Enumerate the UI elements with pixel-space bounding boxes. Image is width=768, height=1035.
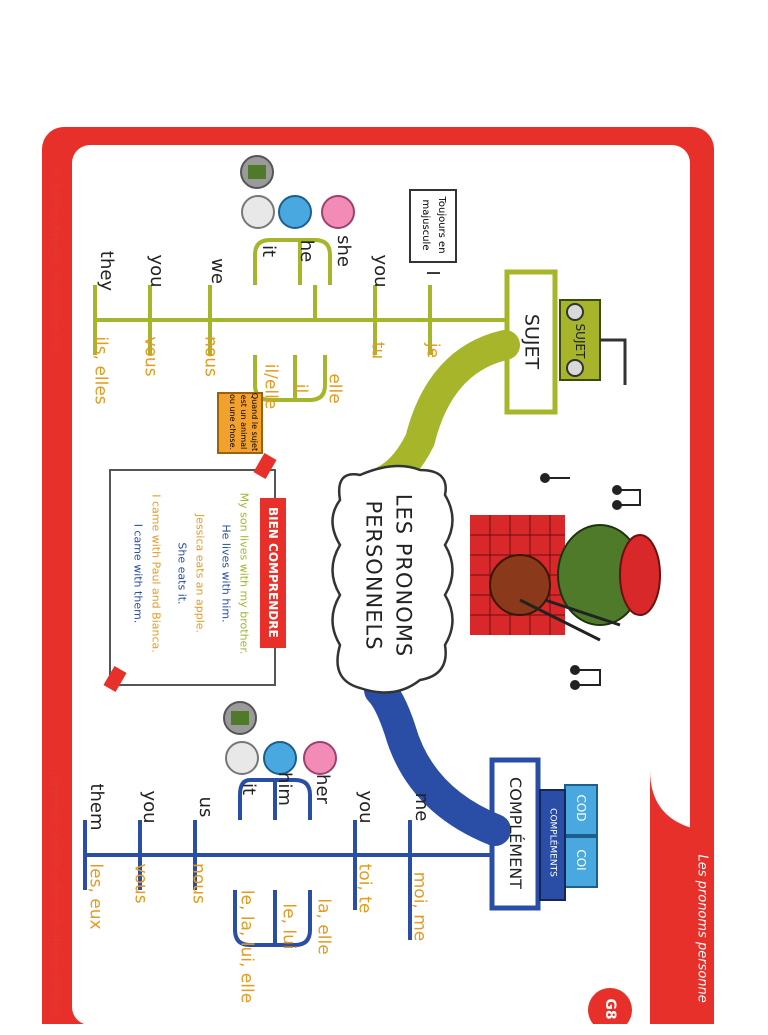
complement-fr-nous: nous <box>188 863 209 904</box>
sujet-label: SUJET <box>520 313 543 370</box>
bien-comprendre-badge-text: BIEN COMPRENDRE <box>266 507 280 638</box>
sujet-en-he: he <box>296 239 317 263</box>
majuscule-note <box>409 189 457 263</box>
header-topic: Les pronoms personne <box>694 854 710 1003</box>
example-line-2: He lives with him. <box>219 524 233 623</box>
complement-fr-moi-me: moi, me <box>409 871 430 942</box>
complement-fr-vous: vous <box>130 863 151 904</box>
title-line-1: LES PRONOMS <box>391 493 416 658</box>
coi-block <box>564 836 598 888</box>
sujet-fr-tu: tu <box>367 341 388 360</box>
complement-en-her: her <box>312 774 333 804</box>
bien-comprendre-badge <box>260 498 286 648</box>
cod-label: COD <box>574 794 588 822</box>
bien-comprendre-box <box>109 469 276 686</box>
header-tab <box>650 770 712 1024</box>
complement-fr-la-elle: la, elle <box>313 898 334 955</box>
sujet-fr-il-elle: il/elle <box>260 363 281 410</box>
sujet-tree <box>93 238 505 402</box>
example-line-5: I came with Paul and Bianca. <box>149 494 163 653</box>
complement-road <box>364 674 511 846</box>
title-line-2: PERSONNELS <box>361 500 386 651</box>
sujet-en-I: I <box>422 270 443 276</box>
complement-tree <box>83 778 490 947</box>
complement-label: COMPLÉMENT <box>506 777 525 889</box>
complement-en-you: you <box>355 790 376 824</box>
complement-avatars <box>223 701 337 775</box>
bagpiper-character <box>470 515 661 642</box>
sujet-en-it: it <box>258 244 279 258</box>
complement-en-me: me <box>411 792 432 822</box>
sujet-lorry-label: SUJET <box>573 323 587 359</box>
complement-en-them: them <box>86 783 107 831</box>
complement-en-him: him <box>274 772 295 806</box>
sujet-fr-ils-elles: ils, elles <box>90 336 111 405</box>
example-line-1: My son lives with my brother. <box>237 492 251 655</box>
sujet-en-she: she <box>333 235 354 267</box>
sujet-en-we: we <box>207 258 228 284</box>
sujet-en-you-plural: you <box>146 254 167 288</box>
il-elle-note-line-3: ou une chose. <box>228 393 237 451</box>
example-line-3: Jessica eats an apple. <box>193 513 207 634</box>
sujet-en-you: you <box>370 254 391 288</box>
example-line-6: I came with them. <box>131 523 145 624</box>
complement-fr-toi-te: toi, te <box>354 863 375 914</box>
il-elle-note <box>217 392 263 454</box>
sujet-fr-il: il <box>290 383 311 394</box>
complement-en-it: it <box>238 782 259 796</box>
footer-text: J'apprends l'anglais autrement - Niveau … <box>50 771 61 1019</box>
sujet-en-they: they <box>96 250 117 292</box>
complement-fr-les-eux: les, eux <box>85 863 106 930</box>
page-code-circle <box>588 988 632 1024</box>
complement-en-us: us <box>195 796 216 818</box>
sujet-fr-vous: vous <box>140 336 161 377</box>
complement-fr-le-la-lui-elle: le, la, lui, elle <box>236 889 257 1004</box>
sujet-fr-je: je <box>422 342 443 359</box>
complement-lorry-label: COMPLÉMENTS <box>547 808 558 877</box>
sujet-fr-elle: elle <box>324 373 345 404</box>
music-notes <box>540 473 641 690</box>
title-cloud <box>331 464 454 694</box>
example-line-4: She eats it. <box>175 542 189 605</box>
copyright-text: © Éditions Eyrolles - Illustrations Fül <box>50 169 61 351</box>
coi-label: COI <box>574 849 588 871</box>
sujet-fr-nous: nous <box>200 336 221 377</box>
complement-fr-le-lui: le, lui <box>278 903 299 950</box>
complement-en-you-plural: you <box>139 790 160 824</box>
sujet-avatars <box>240 155 355 229</box>
complement-lorry <box>539 789 566 901</box>
il-elle-note-line-2: est un animal <box>239 394 248 450</box>
cod-block <box>564 784 598 836</box>
page-code: G8 <box>602 998 618 1020</box>
il-elle-note-line-1: Quand le sujet <box>250 392 259 452</box>
